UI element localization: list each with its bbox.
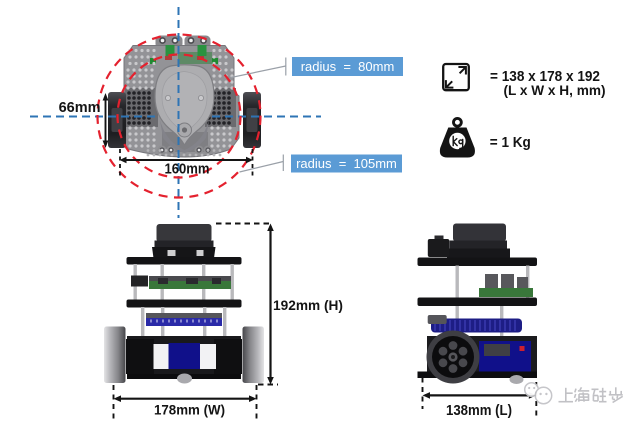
svg-text:radius = 105mm: radius = 105mm	[296, 156, 397, 171]
svg-text:192mm (H): 192mm (H)	[273, 297, 343, 313]
svg-text:(L x W x H, mm): (L x W x H, mm)	[504, 83, 606, 99]
svg-text:178mm (W): 178mm (W)	[154, 402, 225, 418]
svg-text:66mm: 66mm	[59, 100, 101, 116]
svg-text:radius = 80mm: radius = 80mm	[301, 59, 395, 74]
svg-text:160mm: 160mm	[165, 162, 210, 178]
svg-text:138mm (L): 138mm (L)	[446, 403, 512, 419]
svg-text:= 138 x 178 x 192: = 138 x 178 x 192	[490, 69, 600, 85]
svg-text:= 1 Kg: = 1 Kg	[490, 135, 531, 151]
